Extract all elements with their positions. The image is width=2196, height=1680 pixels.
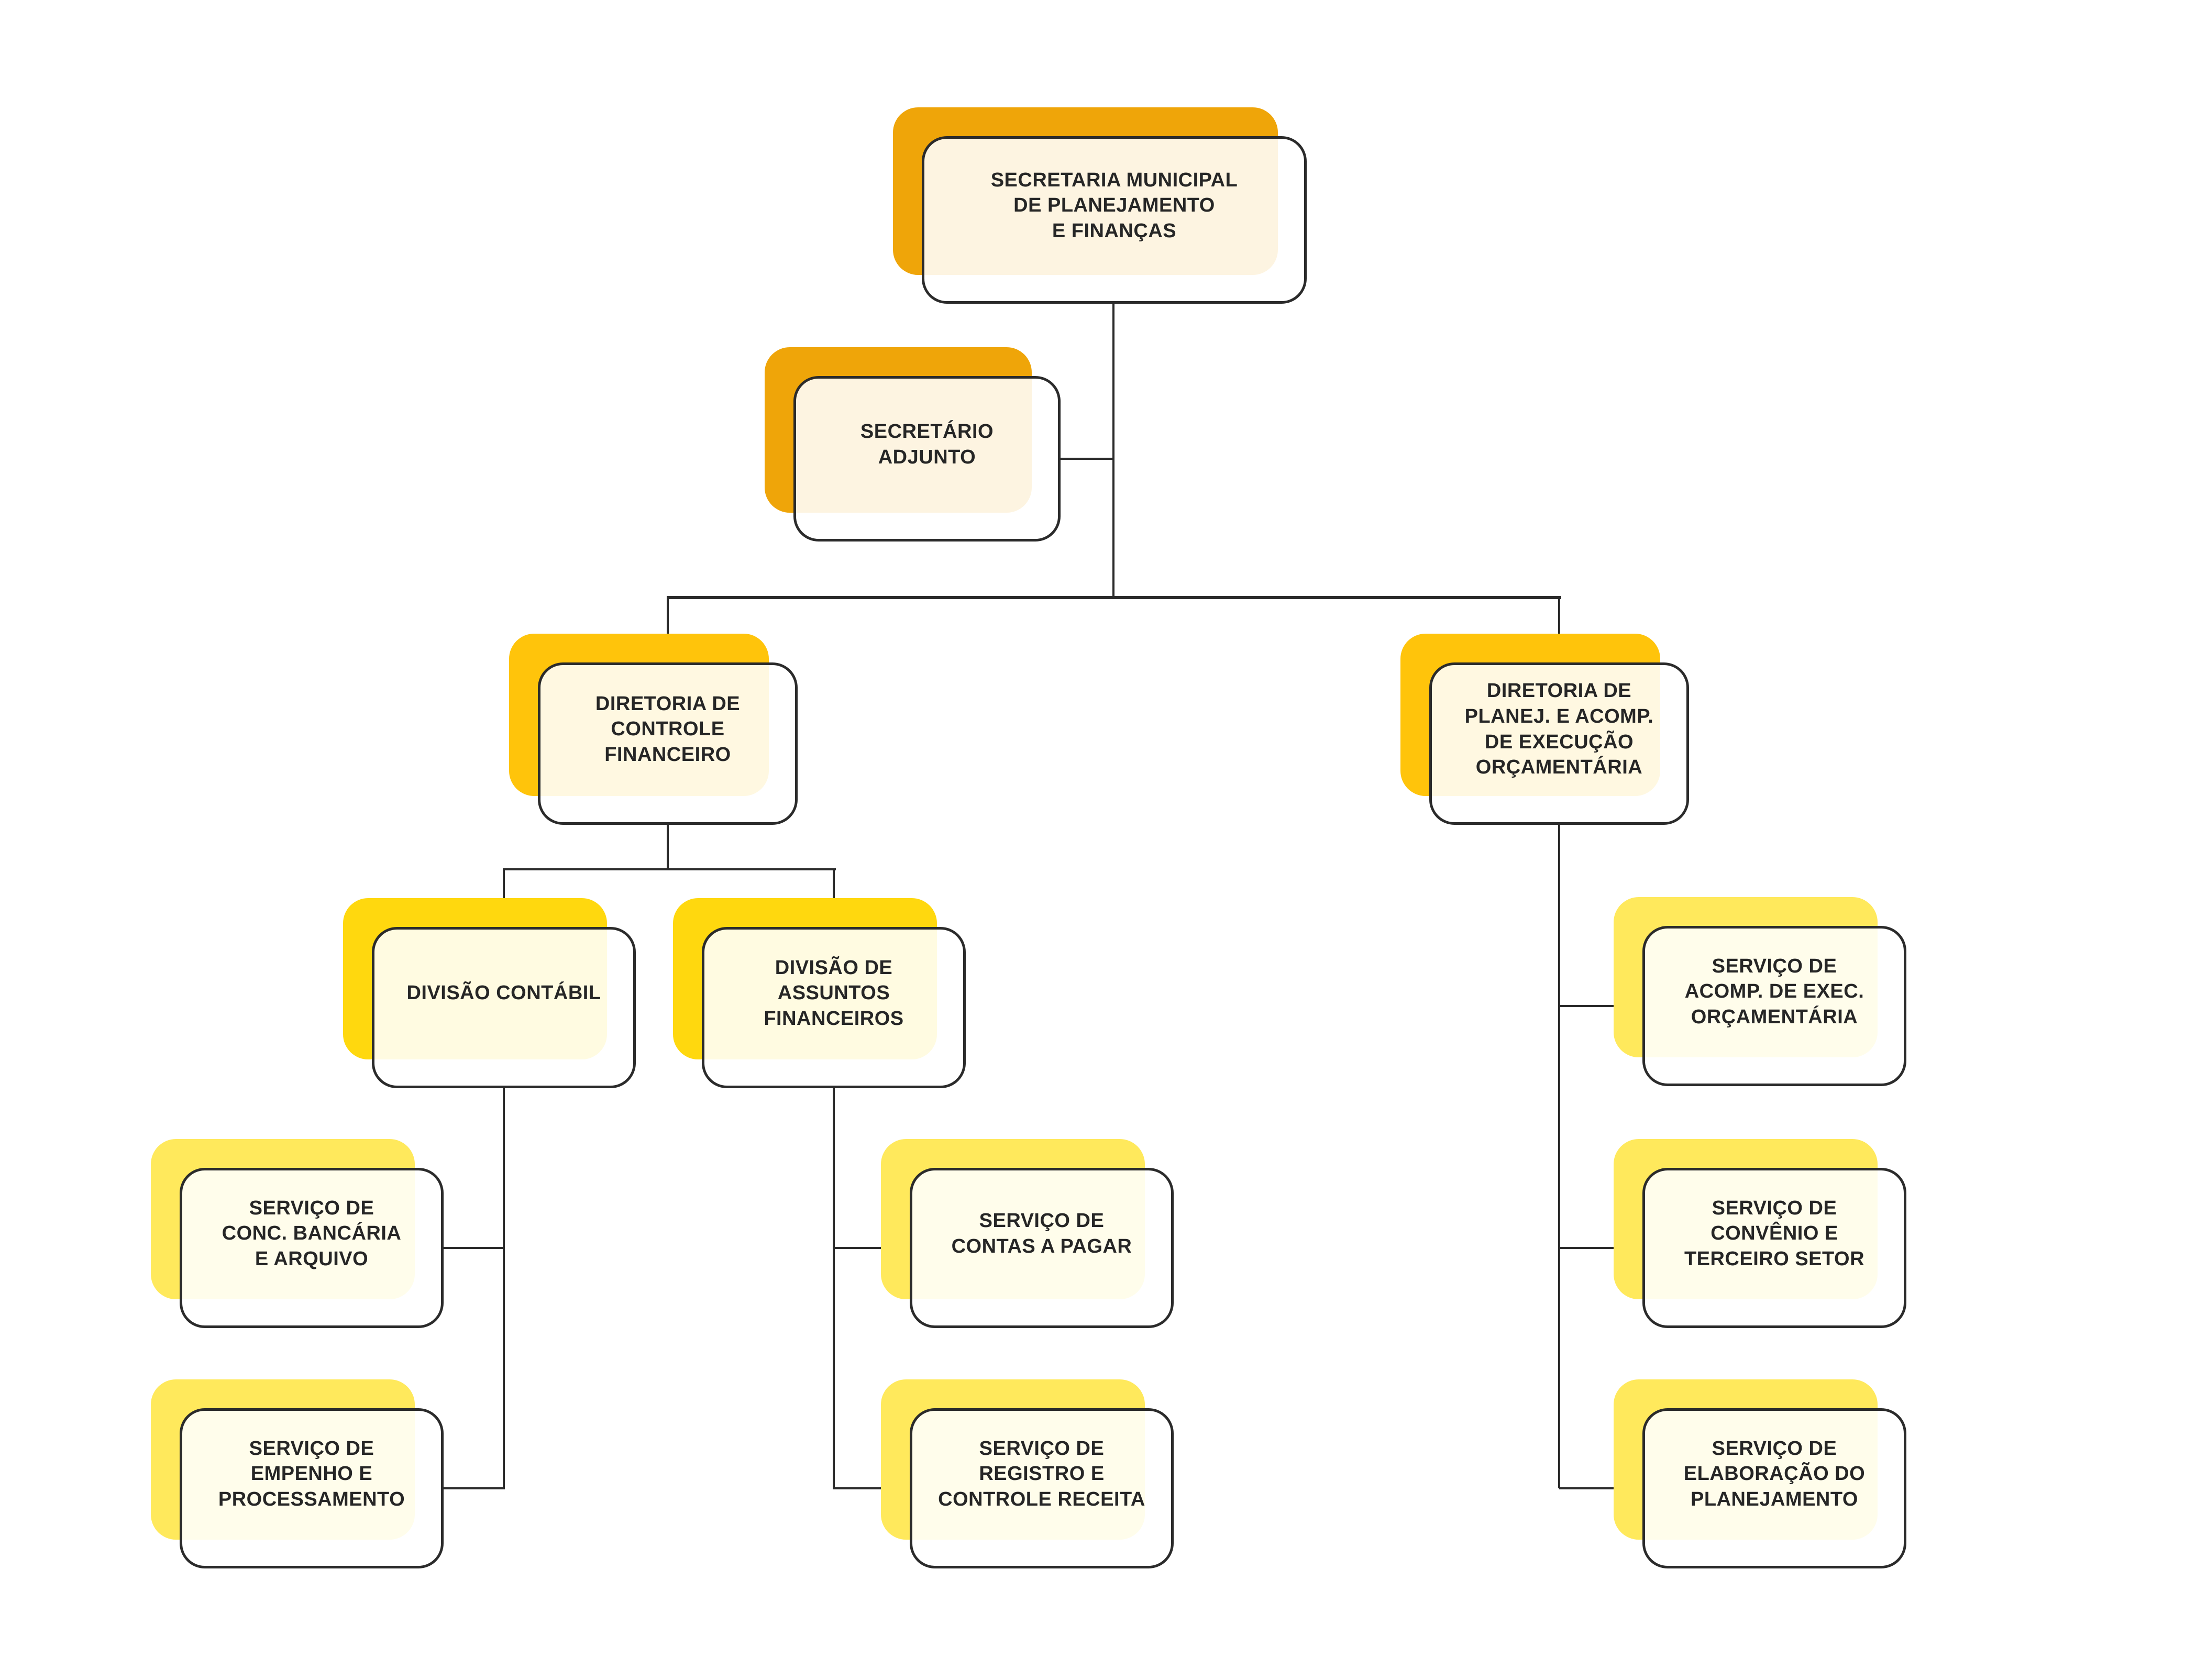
connector-stub-sv-empenho <box>443 1487 504 1489</box>
connector-split-directorates <box>667 596 1561 599</box>
org-node-dir-controle: DIRETORIA DE CONTROLE FINANCEIRO <box>509 634 798 825</box>
connector-spine-contabil <box>503 1088 505 1489</box>
org-node-adjunto: SECRETÁRIO ADJUNTO <box>765 347 1061 541</box>
org-node-sv-elaboracao-card: SERVIÇO DE ELABORAÇÃO DO PLANEJAMENTO <box>1642 1408 1906 1568</box>
org-node-dir-planej: DIRETORIA DE PLANEJ. E ACOMP. DE EXECUÇÃ… <box>1400 634 1689 825</box>
org-node-sv-registro-card: SERVIÇO DE REGISTRO E CONTROLE RECEITA <box>910 1408 1174 1568</box>
org-node-secretaria: SECRETARIA MUNICIPAL DE PLANEJAMENTO E F… <box>893 107 1307 304</box>
org-node-sv-acomp-card: SERVIÇO DE ACOMP. DE EXEC. ORÇAMENTÁRIA <box>1642 926 1906 1086</box>
connector-stub-sv-acomp <box>1559 1005 1643 1007</box>
connector-drop-dir-controle <box>667 596 669 665</box>
org-node-sv-convenio: SERVIÇO DE CONVÊNIO E TERCEIRO SETOR <box>1614 1139 1906 1328</box>
org-node-dir-controle-card: DIRETORIA DE CONTROLE FINANCEIRO <box>538 662 798 825</box>
org-node-sv-conc-label: SERVIÇO DE CONC. BANCÁRIA E ARQUIVO <box>222 1197 402 1270</box>
org-node-sv-acomp: SERVIÇO DE ACOMP. DE EXEC. ORÇAMENTÁRIA <box>1614 897 1906 1086</box>
org-node-dir-planej-card: DIRETORIA DE PLANEJ. E ACOMP. DE EXECUÇÃ… <box>1429 662 1689 825</box>
org-node-div-assuntos: DIVISÃO DE ASSUNTOS FINANCEIROS <box>673 898 966 1088</box>
org-node-div-contabil: DIVISÃO CONTÁBIL <box>343 898 636 1088</box>
org-node-div-assuntos-label: DIVISÃO DE ASSUNTOS FINANCEIROS <box>764 956 904 1030</box>
org-node-div-contabil-label: DIVISÃO CONTÁBIL <box>406 982 601 1004</box>
org-node-dir-controle-label: DIRETORIA DE CONTROLE FINANCEIRO <box>595 692 741 766</box>
org-node-sv-conc: SERVIÇO DE CONC. BANCÁRIA E ARQUIVO <box>151 1139 444 1328</box>
connector-trunk-root <box>1112 304 1114 597</box>
connector-drop-dir-planej <box>1558 596 1560 665</box>
org-node-sv-conc-card: SERVIÇO DE CONC. BANCÁRIA E ARQUIVO <box>180 1168 444 1328</box>
connector-stub-sv-elaboracao <box>1559 1487 1643 1489</box>
org-node-sv-registro: SERVIÇO DE REGISTRO E CONTROLE RECEITA <box>881 1379 1174 1568</box>
org-node-sv-elaboracao-label: SERVIÇO DE ELABORAÇÃO DO PLANEJAMENTO <box>1683 1437 1866 1510</box>
connector-drop-under-controle <box>667 825 669 869</box>
org-node-sv-convenio-label: SERVIÇO DE CONVÊNIO E TERCEIRO SETOR <box>1684 1197 1865 1270</box>
org-node-sv-elaboracao: SERVIÇO DE ELABORAÇÃO DO PLANEJAMENTO <box>1614 1379 1906 1568</box>
org-node-adjunto-card: SECRETÁRIO ADJUNTO <box>793 376 1061 541</box>
org-node-sv-empenho: SERVIÇO DE EMPENHO E PROCESSAMENTO <box>151 1379 444 1568</box>
connector-stub-sv-conc <box>443 1247 504 1249</box>
org-node-div-contabil-card: DIVISÃO CONTÁBIL <box>372 927 636 1088</box>
connector-split-divisions <box>503 868 836 870</box>
org-node-sv-contas: SERVIÇO DE CONTAS A PAGAR <box>881 1139 1174 1328</box>
org-node-sv-acomp-label: SERVIÇO DE ACOMP. DE EXEC. ORÇAMENTÁRIA <box>1684 955 1864 1028</box>
connector-adjunto-link <box>1061 458 1113 460</box>
connector-stub-sv-contas <box>834 1247 911 1249</box>
org-node-div-assuntos-card: DIVISÃO DE ASSUNTOS FINANCEIROS <box>702 927 966 1088</box>
org-node-sv-registro-label: SERVIÇO DE REGISTRO E CONTROLE RECEITA <box>938 1437 1145 1510</box>
org-node-secretaria-card: SECRETARIA MUNICIPAL DE PLANEJAMENTO E F… <box>922 136 1307 304</box>
org-node-dir-planej-label: DIRETORIA DE PLANEJ. E ACOMP. DE EXECUÇÃ… <box>1464 680 1654 779</box>
connector-spine-assuntos <box>833 1088 835 1489</box>
org-node-sv-contas-label: SERVIÇO DE CONTAS A PAGAR <box>951 1209 1132 1257</box>
org-node-adjunto-label: SECRETÁRIO ADJUNTO <box>860 420 994 468</box>
connector-spine-planej <box>1558 825 1560 1488</box>
org-node-sv-convenio-card: SERVIÇO DE CONVÊNIO E TERCEIRO SETOR <box>1642 1168 1906 1328</box>
org-node-secretaria-label: SECRETARIA MUNICIPAL DE PLANEJAMENTO E F… <box>990 169 1238 242</box>
org-node-sv-contas-card: SERVIÇO DE CONTAS A PAGAR <box>910 1168 1174 1328</box>
org-node-sv-empenho-label: SERVIÇO DE EMPENHO E PROCESSAMENTO <box>218 1437 405 1510</box>
org-node-sv-empenho-card: SERVIÇO DE EMPENHO E PROCESSAMENTO <box>180 1408 444 1568</box>
connector-stub-sv-registro <box>834 1487 911 1489</box>
connector-stub-sv-convenio <box>1559 1247 1643 1249</box>
